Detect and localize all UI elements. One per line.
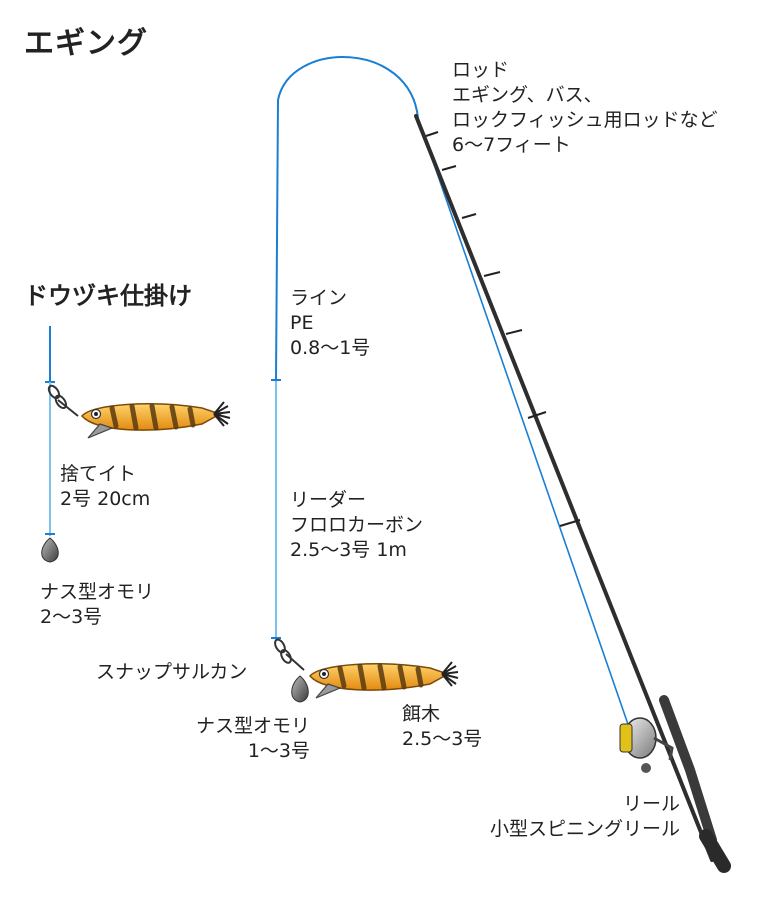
reel-label-line1: リール [622, 793, 680, 815]
snap-label: スナップサルカン [96, 661, 248, 683]
dougiki-title: ドウヅキ仕掛け [24, 282, 192, 310]
egi-label-line1: 餌木 [402, 703, 441, 725]
sinker-center-label-line2: 1〜3号 [247, 740, 310, 762]
reel-label-line2: 小型スピニングリール [489, 818, 680, 840]
sinker-left-label-line2: 2〜3号 [40, 606, 103, 628]
rod-label: ロッド エギング、バス、 ロックフィッシュ用ロッドなど 6〜7フィート [452, 58, 718, 158]
sutei-label-line1: 捨てイト [60, 463, 137, 485]
rod-label-line2: エギング、バス、 [452, 84, 603, 106]
rod-label-line4: 6〜7フィート [452, 134, 571, 156]
line-label: ライン PE 0.8〜1号 [290, 286, 370, 361]
line-label-line3: 0.8〜1号 [290, 337, 371, 359]
egi-label: 餌木 2.5〜3号 [402, 702, 482, 752]
sutei-label: 捨てイト 2号 20cm [60, 462, 150, 512]
center-swivel [272, 636, 294, 666]
center-snap [285, 653, 305, 671]
page-title: エギング [24, 26, 148, 61]
leader-label-line3: 2.5〜3号 1m [290, 539, 407, 561]
center-egi [310, 662, 458, 698]
left-sinker [41, 537, 59, 563]
left-snap [57, 399, 79, 417]
leader-label-line2: フロロカーボン [290, 514, 424, 536]
egi-label-line2: 2.5〜3号 [402, 728, 483, 750]
center-sinker [291, 675, 309, 703]
rod-label-line1: ロッド [452, 59, 510, 81]
line-label-line2: PE [290, 312, 314, 334]
rod-line [417, 117, 631, 731]
rod-handle [659, 695, 717, 845]
sinker-left-label-line1: ナス型オモリ [40, 581, 155, 603]
sinker-center-label-line1: ナス型オモリ [195, 715, 310, 737]
rod-guides [425, 131, 581, 527]
left-egi [82, 402, 230, 438]
main-line [275, 56, 419, 381]
rod-label-line3: ロックフィッシュ用ロッドなど [452, 109, 718, 131]
sinker-center-label: ナス型オモリ 1〜3号 [180, 714, 310, 764]
line-label-line1: ライン [290, 287, 348, 309]
rod-butt [699, 829, 731, 873]
reel-illustration [619, 717, 674, 773]
sinker-left-label: ナス型オモリ 2〜3号 [40, 580, 154, 630]
leader-label-line1: リーダー [290, 489, 367, 511]
rod-blank [414, 114, 714, 862]
reel-label: リール 小型スピニングリール [440, 792, 680, 842]
sutei-label-line2: 2号 20cm [60, 488, 151, 510]
leader-label: リーダー フロロカーボン 2.5〜3号 1m [290, 488, 423, 563]
